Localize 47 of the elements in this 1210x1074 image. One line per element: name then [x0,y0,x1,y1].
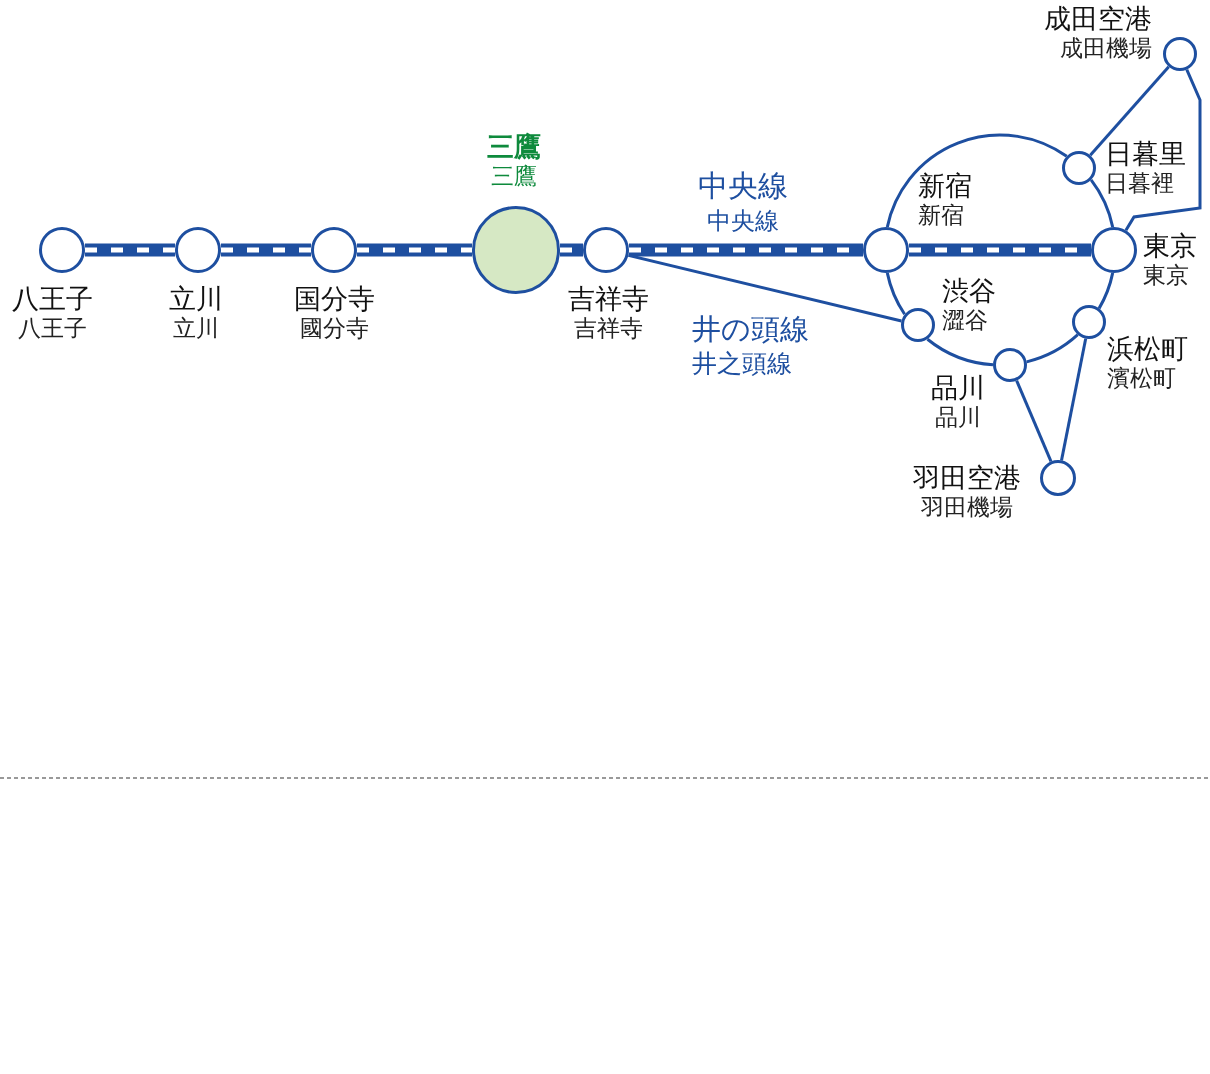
station-name: 立川 [169,283,223,316]
route-line [1124,69,1202,232]
station-name: 東京 [1143,230,1197,263]
station-name: 浜松町 [1107,333,1188,366]
station-name: 新宿 [918,202,965,230]
station-name: 日暮裡 [1105,170,1175,198]
station-name: 渋谷 [942,275,996,308]
station-name: 澀谷 [942,307,989,335]
station-name: 品川 [931,372,985,405]
station-name: 国分寺 [293,283,375,316]
route-line [1097,272,1115,310]
line-name: 中央線 [707,207,779,236]
line-name: 井の頭線 [692,312,809,347]
station-name: 羽田機場 [920,494,1014,522]
station-name: 東京 [1143,262,1190,290]
rail-line [560,243,583,257]
station-name: 日暮里 [1105,138,1186,171]
route-line [885,133,1068,228]
station-name: 國分寺 [298,315,370,343]
rail-line [221,243,311,257]
station-name: 羽田空港 [913,462,1021,495]
rail-line [85,243,175,257]
line-name: 中央線 [698,168,788,204]
station-name: 吉祥寺 [572,315,644,343]
route-line [628,253,902,323]
station-name: 品川 [934,404,982,432]
route-line [1026,333,1079,364]
station-name: 三鷹 [490,163,538,191]
station-name: 成田機場 [1059,35,1152,63]
station-name: 立川 [172,315,220,343]
station-name: 成田空港 [1044,3,1152,36]
station-name: 新宿 [918,170,972,203]
route-line [1089,179,1115,228]
route-line [1089,65,1170,157]
route-line [926,338,994,367]
station-name: 濱松町 [1107,365,1177,393]
station-name: 三鷹 [487,131,541,164]
rail-line [629,243,863,257]
station-name: 吉祥寺 [567,283,649,316]
route-line [885,272,906,316]
route-line [1060,338,1088,461]
line-name: 井之頭線 [692,349,792,379]
rail-line [909,243,1091,257]
route-line [1015,380,1053,462]
station-name: 八王子 [16,315,88,343]
station-name: 八王子 [11,283,93,316]
rail-line [357,243,472,257]
